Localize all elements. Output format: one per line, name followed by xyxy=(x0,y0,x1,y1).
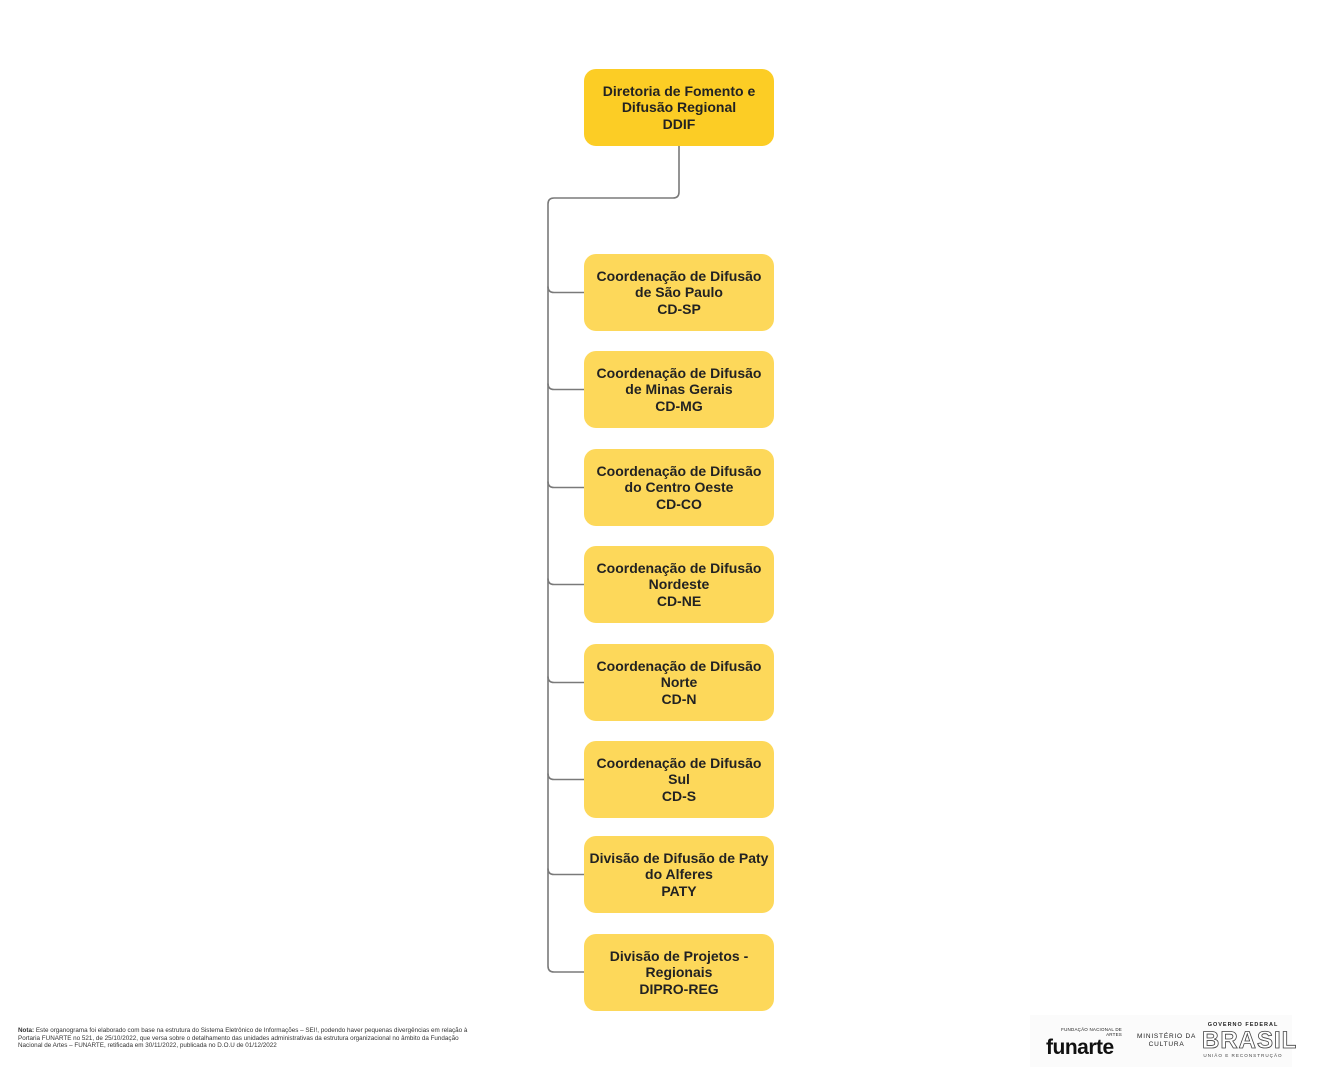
node-line2: Nordeste xyxy=(648,576,710,593)
branch-connector xyxy=(547,578,584,586)
ministerio-cultura-logo: MINISTÉRIO DA CULTURA xyxy=(1137,1033,1196,1049)
governo-federal-logo: GOVERNO FEDERAL BRASIL UNIÃO E RECONSTRU… xyxy=(1202,1022,1298,1058)
branch-connector xyxy=(547,383,584,391)
branch-connector xyxy=(547,286,584,294)
node-dipro-reg: Divisão de Projetos - Regionais DIPRO-RE… xyxy=(584,934,774,1011)
node-line2: do Alferes xyxy=(645,866,713,883)
node-paty: Divisão de Difusão de Paty do Alferes PA… xyxy=(584,836,774,913)
node-line2: de São Paulo xyxy=(635,284,723,301)
branch-connector xyxy=(547,676,584,684)
branch-connector xyxy=(547,773,584,781)
node-code: PATY xyxy=(661,882,697,899)
node-cd-n: Coordenação de Difusão Norte CD-N xyxy=(584,644,774,721)
node-line1: Divisão de Projetos - xyxy=(609,947,749,964)
node-line1: Coordenação de Difusão xyxy=(596,364,762,381)
node-line1: Divisão de Difusão de Paty xyxy=(589,849,769,866)
node-line2: Sul xyxy=(668,771,690,788)
minc-line2: CULTURA xyxy=(1148,1041,1185,1048)
root-node-code: DDIF xyxy=(662,115,696,132)
root-node-line1: Diretoria de Fomento e xyxy=(602,82,756,99)
node-line1: Coordenação de Difusão xyxy=(596,462,762,479)
footnote: Nota: Este organograma foi elaborado com… xyxy=(18,1027,468,1050)
node-line1: Coordenação de Difusão xyxy=(596,559,762,576)
gov-top-text: GOVERNO FEDERAL xyxy=(1207,1022,1279,1028)
node-line1: Coordenação de Difusão xyxy=(596,267,762,284)
logo-strip: FUNDAÇÃO NACIONAL DE ARTES funarte MINIS… xyxy=(1030,1015,1298,1067)
node-code: DIPRO-REG xyxy=(639,980,719,997)
node-cd-mg: Coordenação de Difusão de Minas Gerais C… xyxy=(584,351,774,428)
node-cd-sp: Coordenação de Difusão de São Paulo CD-S… xyxy=(584,254,774,331)
node-line2: do Centro Oeste xyxy=(624,479,734,496)
trunk-connector xyxy=(547,146,680,973)
node-code: CD-S xyxy=(661,787,697,804)
funarte-logo-subtitle: FUNDAÇÃO NACIONAL DE ARTES xyxy=(1061,1027,1122,1037)
node-cd-co: Coordenação de Difusão do Centro Oeste C… xyxy=(584,449,774,526)
node-code: CD-NE xyxy=(656,592,702,609)
footnote-label: Nota: xyxy=(18,1027,35,1034)
gov-brasil-wordmark: BRASIL xyxy=(1202,1027,1298,1054)
node-cd-ne: Coordenação de Difusão Nordeste CD-NE xyxy=(584,546,774,623)
node-code: CD-MG xyxy=(655,397,703,414)
node-line2: Norte xyxy=(660,674,698,691)
footnote-text: Este organograma foi elaborado com base … xyxy=(18,1027,468,1050)
node-code: CD-CO xyxy=(656,495,702,512)
node-line1: Coordenação de Difusão xyxy=(596,754,762,771)
minc-line1: MINISTÉRIO DA xyxy=(1137,1033,1197,1040)
root-node-ddif: Diretoria de Fomento e Difusão Regional … xyxy=(584,69,774,146)
gov-bottom-text: UNIÃO E RECONSTRUÇÃO xyxy=(1203,1053,1283,1058)
funarte-logo: FUNDAÇÃO NACIONAL DE ARTES funarte xyxy=(1046,1027,1122,1058)
branch-connector xyxy=(547,868,584,876)
node-code: CD-SP xyxy=(657,300,701,317)
branch-connector xyxy=(547,481,584,489)
node-line2: Regionais xyxy=(645,964,713,981)
node-code: CD-N xyxy=(661,690,697,707)
node-cd-s: Coordenação de Difusão Sul CD-S xyxy=(584,741,774,818)
node-line2: de Minas Gerais xyxy=(625,381,733,398)
funarte-logo-wordmark: funarte xyxy=(1046,1036,1114,1059)
node-line1: Coordenação de Difusão xyxy=(596,657,762,674)
root-node-line2: Difusão Regional xyxy=(621,99,737,116)
